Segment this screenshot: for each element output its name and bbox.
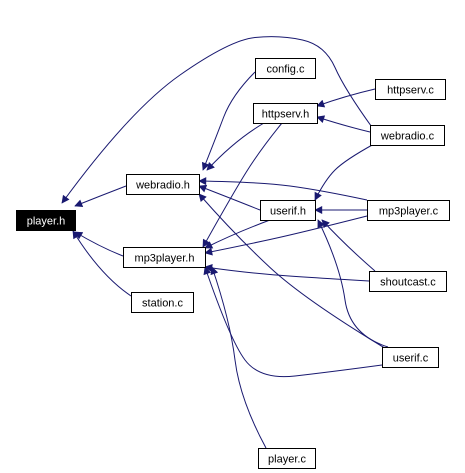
node-box [382,347,439,368]
node-label: webradio.c [380,131,435,143]
node-webradio-h[interactable]: webradio.h [126,174,200,195]
node-httpserv-h[interactable]: httpserv.h [253,103,318,124]
node-box [370,125,445,146]
node-box [260,200,316,221]
node-httpserv-c[interactable]: httpserv.c [375,79,446,100]
node-player-c[interactable]: player.c [258,448,316,469]
node-box [131,292,194,313]
edge-webradio-c-to-httpserv-h [316,115,371,133]
node-box [126,174,200,195]
edge-webradio-c-to-userif-h [314,143,375,201]
edge-userif-h-to-webradio-h [198,184,261,211]
edge-userif-c-to-userif-h [317,219,389,348]
node-label: userif.h [270,206,306,218]
node-label: httpserv.h [262,109,310,121]
node-label: player.c [268,454,306,466]
node-mp3player-c[interactable]: mp3player.c [367,200,450,221]
node-box [369,271,447,292]
node-label: httpserv.c [387,85,434,97]
edge-config-c-to-webradio-h [201,71,256,171]
node-shoutcast-c[interactable]: shoutcast.c [369,271,447,292]
node-label: webradio.h [135,180,190,192]
edge-webradio-h-to-player-h [74,185,127,208]
edge-mp3player-h-to-player-h [74,231,124,257]
edge-mp3player-c-to-webradio-h [198,177,368,201]
node-config-c[interactable]: config.c [255,58,316,79]
node-userif-c[interactable]: userif.c [382,347,439,368]
node-player-h: player.h [16,210,76,231]
nodes-layer: player.h config.c httpserv.h httpserv.c webr… [16,58,450,469]
edge-httpserv-h-to-mp3player-h [202,122,283,248]
edges-layer [61,36,389,449]
edge-shoutcast-c-to-userif-h [321,219,376,272]
node-box [255,58,316,79]
node-label: station.c [142,298,183,310]
edge-httpserv-c-to-httpserv-h [316,88,376,108]
node-box [258,448,316,469]
node-box [16,210,76,231]
edge-userif-h-to-mp3player-h [204,219,271,249]
node-label: config.c [267,64,305,76]
edge-userif-c-to-webradio-h [198,193,389,351]
node-mp3player-h[interactable]: mp3player.h [123,247,206,268]
node-box [367,200,450,221]
node-label: mp3player.c [379,206,439,218]
node-label: mp3player.h [135,253,195,265]
node-box [123,247,206,268]
edge-station-c-to-player-h [72,230,132,297]
node-box [253,103,318,124]
edge-mp3player-c-to-mp3player-h [204,215,368,256]
node-userif-h[interactable]: userif.h [260,200,316,221]
edge-httpserv-h-to-webradio-h [206,122,265,171]
node-label: shoutcast.c [380,277,436,289]
edge-shoutcast-c-to-mp3player-h [204,264,370,282]
node-box [375,79,446,100]
node-label: userif.c [393,353,429,365]
edge-webradio-c-to-player-h [61,36,375,204]
node-webradio-c[interactable]: webradio.c [370,125,445,146]
node-label: player.h [27,216,66,228]
node-station-c[interactable]: station.c [131,292,194,313]
edge-player-c-to-mp3player-h [210,266,267,449]
edge-userif-c-to-mp3player-h [203,266,383,378]
